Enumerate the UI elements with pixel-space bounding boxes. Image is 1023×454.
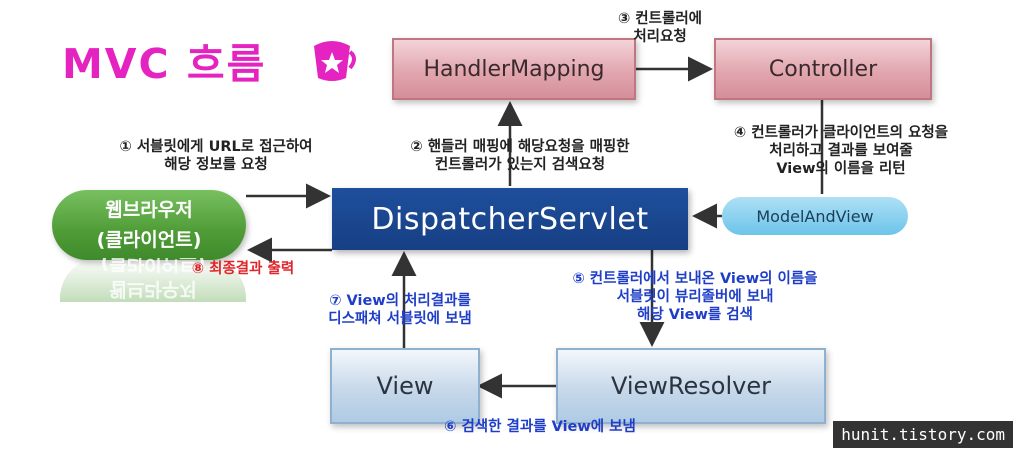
- viewresolver-label: ViewResolver: [610, 372, 771, 400]
- step-5-label: ⑤ 컨트롤러에서 보내온 View의 이름을 서블릿이 뷰리졸버에 보내 해당 …: [572, 271, 818, 323]
- cup-icon: [314, 41, 356, 81]
- controller-label: Controller: [768, 56, 878, 82]
- dispatcherservlet-box: DispatcherServlet: [332, 188, 688, 250]
- step-1-label: ① 서블릿에게 URL로 접근하여 해당 정보를 요청: [119, 139, 313, 173]
- view-label: View: [376, 372, 434, 400]
- handlermapping-box: HandlerMapping: [392, 38, 636, 100]
- browser-label-line2: (클라이언트): [96, 229, 202, 251]
- step-4-label: ④ 컨트롤러가 클라이언트의 요청을 처리하고 결과를 보여줄 View의 이름…: [733, 125, 949, 177]
- viewresolver-box: ViewResolver: [556, 348, 826, 424]
- step-6-label: ⑥ 검색한 결과를 View에 보냄: [444, 419, 636, 435]
- web-browser-node: 웹브라우저 (클라이언트): [52, 190, 246, 260]
- modelandview-node: ModelAndView: [722, 197, 908, 235]
- step-2-label: ② 핸들러 매핑에 해당요청을 매핑한 컨트롤러가 있는지 검색요청: [410, 139, 630, 173]
- step-8-label: ⑧ 최종결과 출력: [191, 261, 295, 277]
- step-3-label: ③ 컨트롤러에 처리요청: [617, 11, 703, 45]
- dispatcherservlet-label: DispatcherServlet: [371, 201, 649, 237]
- handlermapping-label: HandlerMapping: [423, 56, 605, 82]
- controller-box: Controller: [714, 38, 932, 100]
- modelandview-label: ModelAndView: [756, 206, 874, 226]
- browser-label-line1: 웹브라우저: [105, 199, 193, 221]
- page-title: MVC 흐름: [62, 40, 267, 88]
- view-box: View: [330, 348, 480, 424]
- watermark: hunit.tistory.com: [833, 421, 1013, 448]
- browser-reflection-line1: 웹브라우저: [109, 278, 197, 300]
- step-7-label: ⑦ View의 처리결과를 디스패쳐 서블릿에 보냄: [328, 293, 472, 327]
